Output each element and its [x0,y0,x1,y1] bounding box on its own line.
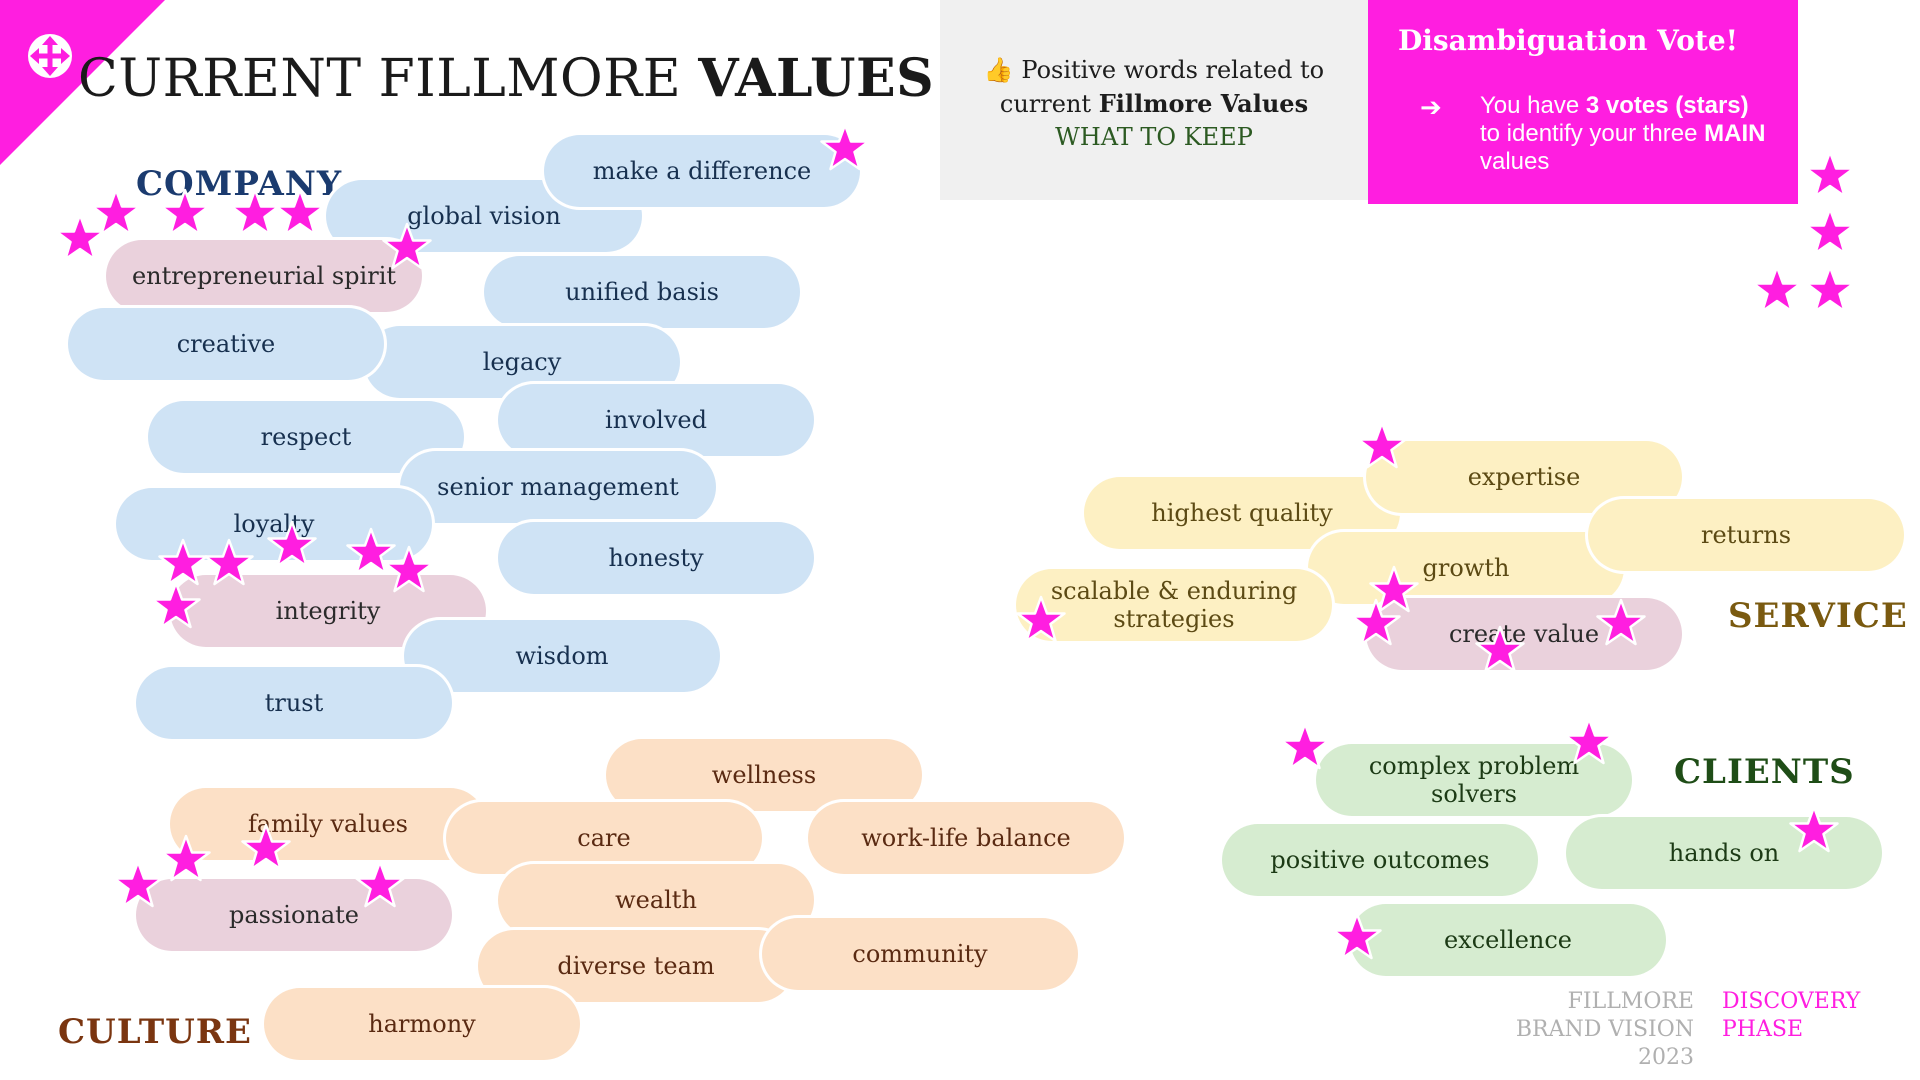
page-title: CURRENT FILLMORE VALUES [78,48,934,109]
info-line2-bold: Fillmore Values [1098,89,1309,118]
value-returns[interactable]: returns [1588,499,1904,571]
value-honesty[interactable]: honesty [498,522,814,594]
footer-brand-line2: BRAND VISION 2023 [1515,1017,1694,1070]
vote-star-icon[interactable] [1805,207,1855,257]
value-family-values[interactable]: family values [170,788,486,860]
vote-star-icon[interactable] [384,545,434,595]
info-line3: WHAT TO KEEP [1055,123,1253,151]
vote-star-icon[interactable] [230,188,280,238]
vote-star-icon[interactable] [204,538,254,588]
vote-star-icon[interactable] [151,581,201,631]
value-make-a-difference[interactable]: make a difference [544,135,860,207]
vote-star-icon[interactable] [1016,595,1066,645]
category-clients: CLIENTS [1674,752,1855,792]
title-bold: VALUES [698,48,935,109]
corner-accent [0,0,165,165]
thumbs-up-icon: 👍 [983,56,1014,84]
value-trust[interactable]: trust [136,667,452,739]
vote-star-icon[interactable] [1596,598,1646,648]
vote-text-pre: You have [1480,92,1580,119]
vote-star-icon[interactable] [1789,805,1839,855]
value-unified-basis[interactable]: unified basis [484,256,800,328]
vote-star-icon[interactable] [1805,265,1855,315]
vote-star-icon[interactable] [1332,912,1382,962]
vote-text-bold1: 3 votes [1585,92,1669,119]
value-excellence[interactable]: excellence [1350,904,1666,976]
footer-phase-line2: PHASE [1722,1017,1804,1042]
value-hands-on[interactable]: hands on [1566,817,1882,889]
category-culture: CULTURE [58,1012,252,1052]
vote-star-icon[interactable] [1752,265,1802,315]
vote-star-icon[interactable] [1357,421,1407,471]
vote-star-icon[interactable] [1564,717,1614,767]
vote-instructions: Disambiguation Vote! ➔ You have 3 votes … [1368,0,1798,204]
footer-brand: FILLMORE BRAND VISION 2023 [1478,988,1694,1072]
value-wellness[interactable]: wellness [606,739,922,811]
vote-star-icon[interactable] [1805,150,1855,200]
vote-star-icon[interactable] [346,527,396,577]
vote-star-icon[interactable] [241,823,291,873]
vote-star-icon[interactable] [267,520,317,570]
footer-phase: DISCOVERY PHASE [1722,988,1860,1044]
title-light: CURRENT FILLMORE [78,49,682,109]
vote-star-icon[interactable] [355,860,405,910]
value-involved[interactable]: involved [498,384,814,456]
vote-title: Disambiguation Vote! [1398,24,1738,57]
vote-star-icon[interactable] [161,834,211,884]
vote-text-post: values [1480,148,1550,175]
move-arrows-icon[interactable] [22,28,78,84]
vote-star-icon[interactable] [1351,598,1401,648]
value-work-life-balance[interactable]: work-life balance [808,802,1124,874]
vote-text-mid: to identify your three [1480,120,1698,147]
vote-text-bold2: (stars) [1675,92,1749,119]
value-scalable-enduring-strategies[interactable]: scalable & enduring strategies [1016,569,1332,641]
value-growth[interactable]: growth [1308,532,1624,604]
value-harmony[interactable]: harmony [264,988,580,1060]
value-creative[interactable]: creative [68,308,384,380]
value-wisdom[interactable]: wisdom [404,620,720,692]
value-community[interactable]: community [762,918,1078,990]
vote-star-icon[interactable] [1369,565,1419,615]
vote-star-icon[interactable] [158,538,208,588]
footer-phase-line1: DISCOVERY [1722,989,1861,1014]
vote-text: You have 3 votes (stars) to identify you… [1480,92,1770,176]
vote-star-icon[interactable] [160,188,210,238]
category-company: COMPANY [136,164,343,204]
vote-star-icon[interactable] [113,860,163,910]
vote-text-bold3: MAIN [1704,120,1766,147]
category-service: SERVICE [1728,596,1908,636]
value-passionate[interactable]: passionate [136,879,452,951]
footer-brand-line1: FILLMORE [1567,989,1694,1014]
arrow-right-icon: ➔ [1420,92,1442,122]
value-care[interactable]: care [446,802,762,874]
info-note: 👍 Positive words related to current Fill… [940,0,1368,200]
info-line1: Positive words related to [1021,56,1325,84]
vote-star-icon[interactable] [820,123,870,173]
vote-star-icon[interactable] [275,188,325,238]
vote-star-icon[interactable] [1280,722,1330,772]
vote-star-icon[interactable] [55,213,105,263]
vote-star-icon[interactable] [1475,625,1525,675]
vote-star-icon[interactable] [91,188,141,238]
info-line2-prefix: current [999,90,1092,118]
value-entrepreneurial-spirit[interactable]: entrepreneurial spirit [106,240,422,312]
value-wealth[interactable]: wealth [498,864,814,936]
vote-star-icon[interactable] [382,222,432,272]
value-positive-outcomes[interactable]: positive outcomes [1222,824,1538,896]
value-senior-management[interactable]: senior management [400,451,716,523]
